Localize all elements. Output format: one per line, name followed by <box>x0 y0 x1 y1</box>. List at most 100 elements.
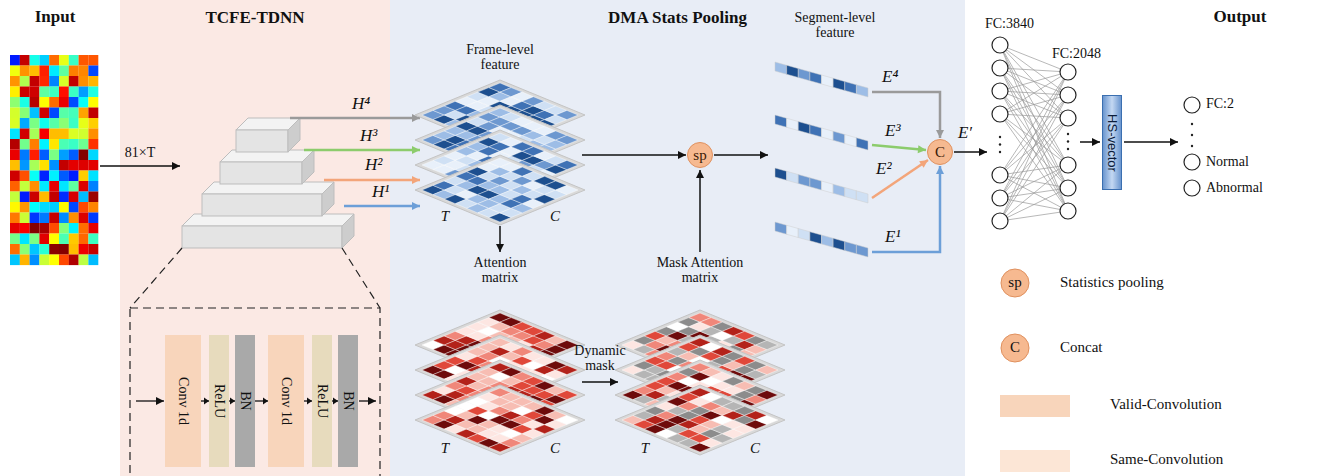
neuron <box>992 60 1008 76</box>
heatmap-cell <box>59 244 69 255</box>
operator-symbol: C <box>928 140 952 164</box>
heatmap-cell <box>30 118 40 129</box>
pyramid-side <box>342 214 354 248</box>
fc-link <box>1000 114 1068 188</box>
neuron <box>992 213 1008 229</box>
ellipsis-dot <box>1191 145 1193 147</box>
ellipsis-dot <box>999 151 1001 153</box>
heatmap-cell <box>20 139 30 150</box>
heatmap-cell <box>59 87 69 98</box>
heatmap-cell <box>30 213 40 224</box>
heatmap-cell <box>88 202 98 213</box>
heatmap-cell <box>20 118 30 129</box>
annotation: E³ <box>885 122 900 141</box>
arrow-line <box>324 179 420 182</box>
segment-cell <box>845 82 857 94</box>
heatmap-cell <box>88 244 98 255</box>
arrow-head <box>496 244 504 252</box>
segment-cell <box>775 222 787 234</box>
matrix-frame <box>415 80 585 150</box>
matrix-frame <box>415 335 585 405</box>
neuron <box>1060 180 1076 196</box>
legend-swatch <box>1000 395 1070 417</box>
heatmap-cell <box>30 244 40 255</box>
ellipsis-dot <box>1067 148 1069 150</box>
heatmap-cell <box>10 129 20 140</box>
segment-cell <box>798 69 810 81</box>
heatmap-cell <box>79 234 89 245</box>
arrow-line <box>872 160 928 198</box>
arrow-head <box>1170 138 1178 146</box>
fc-link <box>1000 211 1068 221</box>
ellipsis-dot <box>1067 140 1069 142</box>
heatmap-cell <box>10 202 20 213</box>
heatmap-cell <box>49 181 59 192</box>
matrix-frame <box>415 105 585 175</box>
segment-cell <box>810 232 822 244</box>
heatmap-cell <box>69 223 79 234</box>
heatmap-cell <box>39 213 49 224</box>
zoom-line <box>130 248 182 308</box>
annotation: Mask Attention matrix <box>650 255 750 286</box>
heatmap-cell <box>59 160 69 171</box>
neuron <box>1060 87 1076 103</box>
heatmap-cell <box>79 160 89 171</box>
heatmap-cell <box>30 108 40 119</box>
arrow-line <box>872 145 926 150</box>
matrix-frame <box>415 360 585 430</box>
heatmap-cell <box>59 213 69 224</box>
pyramid-front <box>202 194 322 216</box>
annotation: C <box>1010 339 1020 356</box>
heatmap-cell <box>49 118 59 129</box>
heatmap-cell <box>10 87 20 98</box>
heatmap-cell <box>39 223 49 234</box>
ellipsis-dot <box>1191 123 1193 125</box>
heatmap-cell <box>10 255 20 266</box>
heatmap-cell <box>49 139 59 150</box>
legend-circle <box>1001 269 1029 297</box>
heatmap-cell <box>10 55 20 66</box>
annotation: C <box>550 208 560 225</box>
operator-circle: sp <box>687 142 713 168</box>
heatmap-cell <box>49 234 59 245</box>
heatmap-cell <box>10 118 20 129</box>
heatmap-cell <box>88 87 98 98</box>
segment-cell <box>798 175 810 187</box>
stage-heading: DMA Stats Pooling <box>390 0 965 28</box>
heatmap-cell <box>69 202 79 213</box>
heatmap-cell <box>79 223 89 234</box>
pyramid-side <box>288 118 300 152</box>
heatmap-cell <box>88 108 98 119</box>
connector <box>304 398 312 405</box>
legend-text: Statistics pooling <box>1060 274 1164 291</box>
arrow-line <box>699 170 701 252</box>
heatmap-cell <box>69 171 79 182</box>
heatmap-cell <box>30 150 40 161</box>
pyramid-side <box>302 150 314 184</box>
matrix-cell <box>756 340 778 349</box>
heatmap-cell <box>79 66 89 77</box>
heatmap-cell <box>69 139 79 150</box>
heatmap-cell <box>59 150 69 161</box>
fc-link <box>1000 95 1068 114</box>
fc-link <box>1000 165 1068 221</box>
arrow-head <box>610 378 618 386</box>
fc-link <box>1000 68 1068 72</box>
layer-name: ReLU <box>211 384 227 418</box>
vector-name: HS-vector <box>1105 114 1120 172</box>
heatmap-cell <box>79 150 89 161</box>
annotation: T <box>441 440 449 457</box>
arrow-line <box>714 154 768 156</box>
heatmap-cell <box>69 87 79 98</box>
heatmap-cell <box>59 76 69 87</box>
heatmap-cell <box>30 192 40 203</box>
arrow-line <box>582 154 686 156</box>
segment-cell <box>822 235 834 247</box>
matrix-frame <box>615 310 785 380</box>
heatmap-cell <box>39 181 49 192</box>
matrix-cell <box>556 415 578 424</box>
fc-link <box>1000 72 1068 198</box>
heatmap-cell <box>30 255 40 266</box>
arrow-head <box>368 397 376 405</box>
pyramid-front <box>220 162 302 184</box>
